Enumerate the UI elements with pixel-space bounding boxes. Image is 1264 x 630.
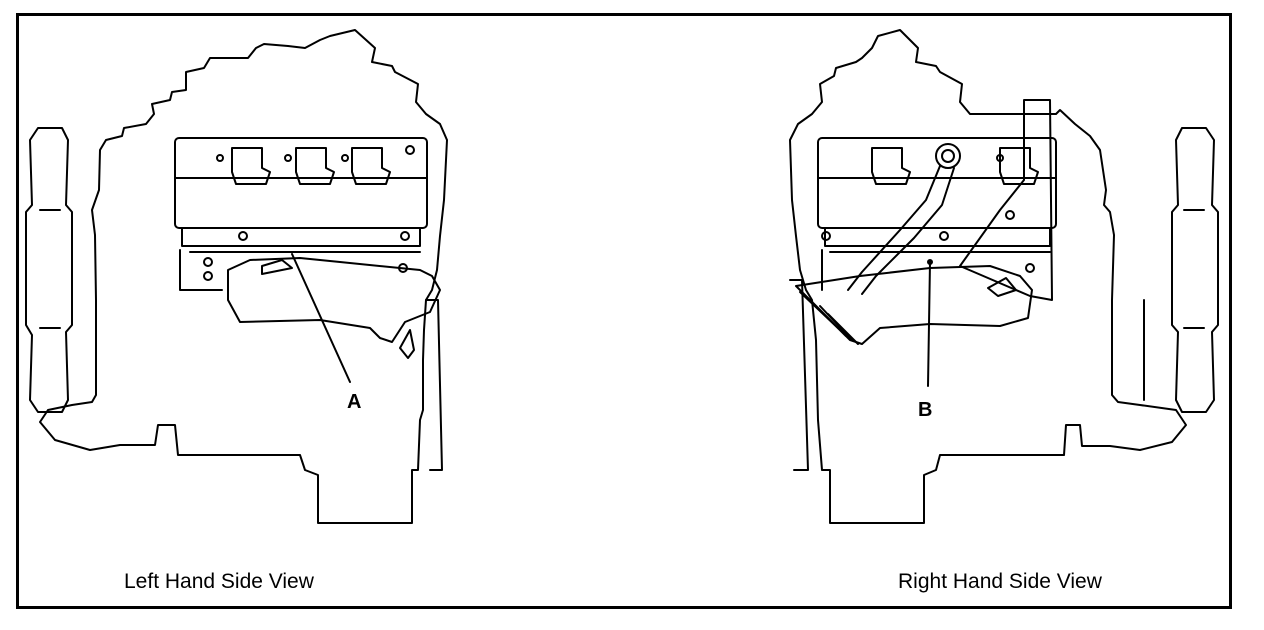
- left-engine-view: [25, 29, 448, 524]
- right-valve-cover: [817, 137, 1057, 229]
- left-exhaust-manifold: [227, 257, 441, 343]
- callout-b-label: B: [918, 399, 933, 421]
- leader-line-a: [291, 253, 351, 383]
- left-valve-cover: [174, 137, 428, 229]
- leader-line-b: [927, 261, 931, 387]
- right-fan-shape: [1171, 127, 1219, 413]
- right-exhaust-manifold: [795, 265, 1033, 345]
- right-view-caption: Right Hand Side View: [898, 570, 1102, 593]
- left-engine-outline: [39, 29, 448, 524]
- left-view-caption: Left Hand Side View: [124, 570, 314, 593]
- oil-fill-cap: [935, 143, 961, 169]
- dipstick-tube: [847, 165, 955, 295]
- left-fan-shape: [25, 127, 73, 413]
- right-engine-outline: [789, 29, 1187, 524]
- right-engine-view: [789, 29, 1219, 524]
- callout-a-label: A: [347, 391, 362, 413]
